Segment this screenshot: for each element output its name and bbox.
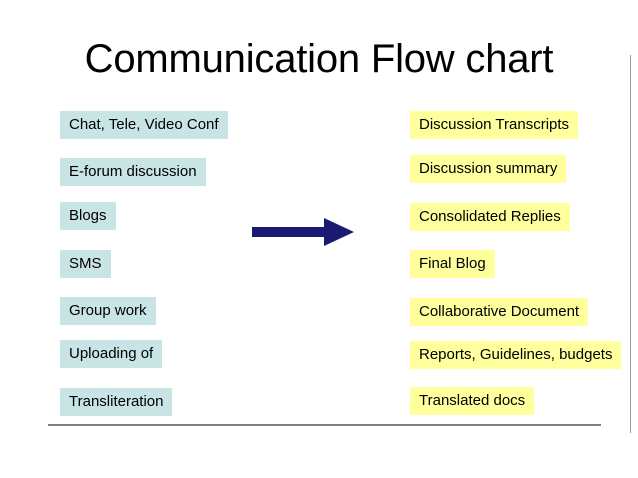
right-divider bbox=[630, 55, 631, 433]
right-flow-box-5: Collaborative Document bbox=[410, 298, 589, 326]
right-flow-box-1: Discussion Transcripts bbox=[410, 111, 579, 139]
right-flow-box-3: Consolidated Replies bbox=[410, 203, 570, 231]
left-flow-box-4: SMS bbox=[60, 250, 111, 278]
right-flow-box-4: Final Blog bbox=[410, 250, 495, 278]
right-flow-box-6: Reports, Guidelines, budgets bbox=[410, 341, 622, 369]
right-flow-box-2: Discussion summary bbox=[410, 155, 567, 183]
right-flow-box-7: Translated docs bbox=[410, 387, 535, 415]
left-flow-box-2: E-forum discussion bbox=[60, 158, 206, 186]
left-flow-box-3: Blogs bbox=[60, 202, 116, 230]
right-arrow-icon bbox=[252, 216, 354, 248]
bottom-divider bbox=[48, 424, 601, 426]
left-flow-box-6: Uploading of bbox=[60, 340, 163, 368]
left-flow-box-5: Group work bbox=[60, 297, 156, 325]
page-title: Communication Flow chart bbox=[84, 37, 554, 81]
left-flow-box-7: Transliteration bbox=[60, 388, 173, 416]
left-flow-box-1: Chat, Tele, Video Conf bbox=[60, 111, 228, 139]
